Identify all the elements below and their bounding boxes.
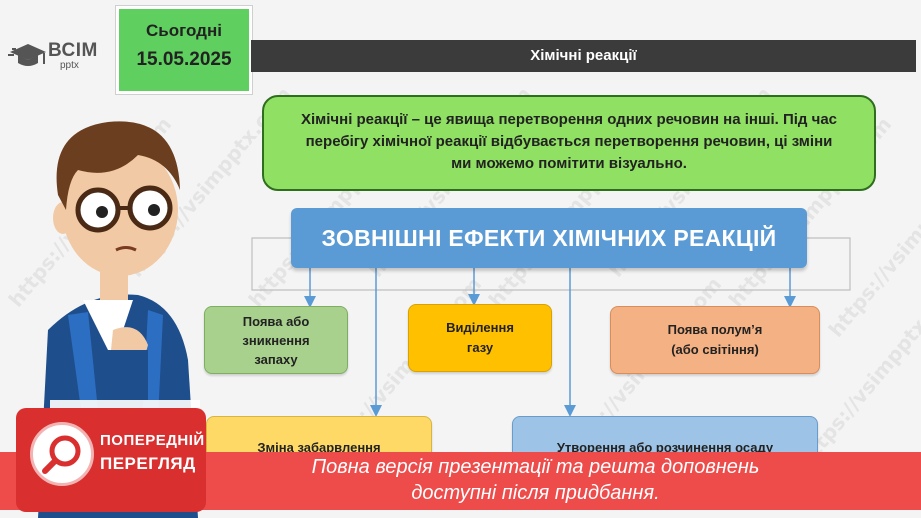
logo-text: ВСІМ <box>48 40 98 61</box>
effect-precipitate-label: Утворення або розчинення осаду <box>556 439 774 455</box>
definition-line: Хімічні реакції – це явища перетворення … <box>300 111 838 128</box>
effect-flame-line: Поява полум’я <box>667 322 763 337</box>
effect-smell-line: Поява або <box>242 313 310 329</box>
effect-smell-line: запаху <box>254 351 298 367</box>
banner-line-2: доступні після придбання. <box>411 482 660 504</box>
magnifier-icon <box>42 435 81 474</box>
effect-smell-box: Поява або зникнення запаху <box>204 306 348 374</box>
effect-flame-line: (або світіння) <box>671 342 759 357</box>
preview-icon-circle <box>30 422 94 486</box>
effect-gas-line: Виділення <box>446 320 514 335</box>
effect-smell-line: зникнення <box>242 332 310 348</box>
preview-label-2: ПЕРЕГЛЯД <box>100 454 196 473</box>
date-label: Сьогодні <box>146 21 222 40</box>
effect-flame-box: Поява полум’я (або світіння) <box>610 306 820 374</box>
definition-line: ми можемо помітити візуально. <box>451 155 687 172</box>
preview-label-1: ПОПЕРЕДНІЙ <box>100 432 205 449</box>
vsim-logo[interactable]: ВСІМ pptx <box>8 38 98 72</box>
graduation-cap-icon <box>8 44 46 66</box>
date-value: 15.05.2025 <box>136 49 232 70</box>
date-box: Сьогодні 15.05.2025 <box>116 6 252 94</box>
logo-subtext: pptx <box>60 60 79 71</box>
definition-line: перебігу хімічної реакції відбувається п… <box>305 133 833 150</box>
slide-title: Хімічні реакції <box>251 40 916 72</box>
definition-box: Хімічні реакції – це явища перетворення … <box>262 95 876 191</box>
preview-badge[interactable]: ПОПЕРЕДНІЙ ПЕРЕГЛЯД <box>16 408 206 512</box>
banner-line-1: Повна версія презентації та решта доповн… <box>311 456 760 478</box>
effect-gas-box: Виділення газу <box>408 304 552 372</box>
effect-gas-line: газу <box>466 340 494 355</box>
effects-header: ЗОВНІШНІ ЕФЕКТИ ХІМІЧНИХ РЕАКЦІЙ <box>291 208 807 268</box>
effect-color-label: Зміна забарвлення <box>257 439 381 455</box>
